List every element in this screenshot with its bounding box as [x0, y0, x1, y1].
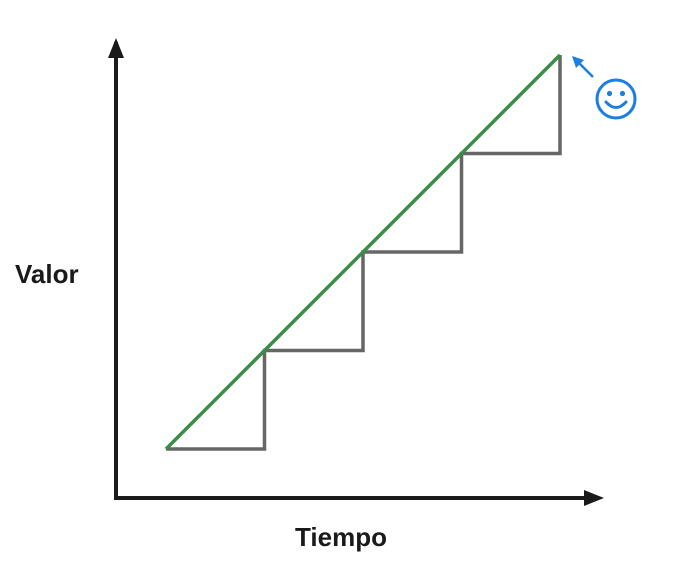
annotation-arrow [577, 61, 594, 78]
trend-series-line [164, 53, 562, 451]
x-axis-label: Tiempo [295, 522, 387, 552]
y-axis-label: Valor [15, 259, 79, 289]
plot-area [164, 53, 562, 451]
y-axis-arrowhead [108, 38, 124, 58]
smiley-face-icon [595, 78, 637, 120]
annotation-arrowhead [572, 56, 584, 68]
x-axis-arrowhead [584, 490, 604, 506]
smiley-annotation [572, 56, 637, 120]
